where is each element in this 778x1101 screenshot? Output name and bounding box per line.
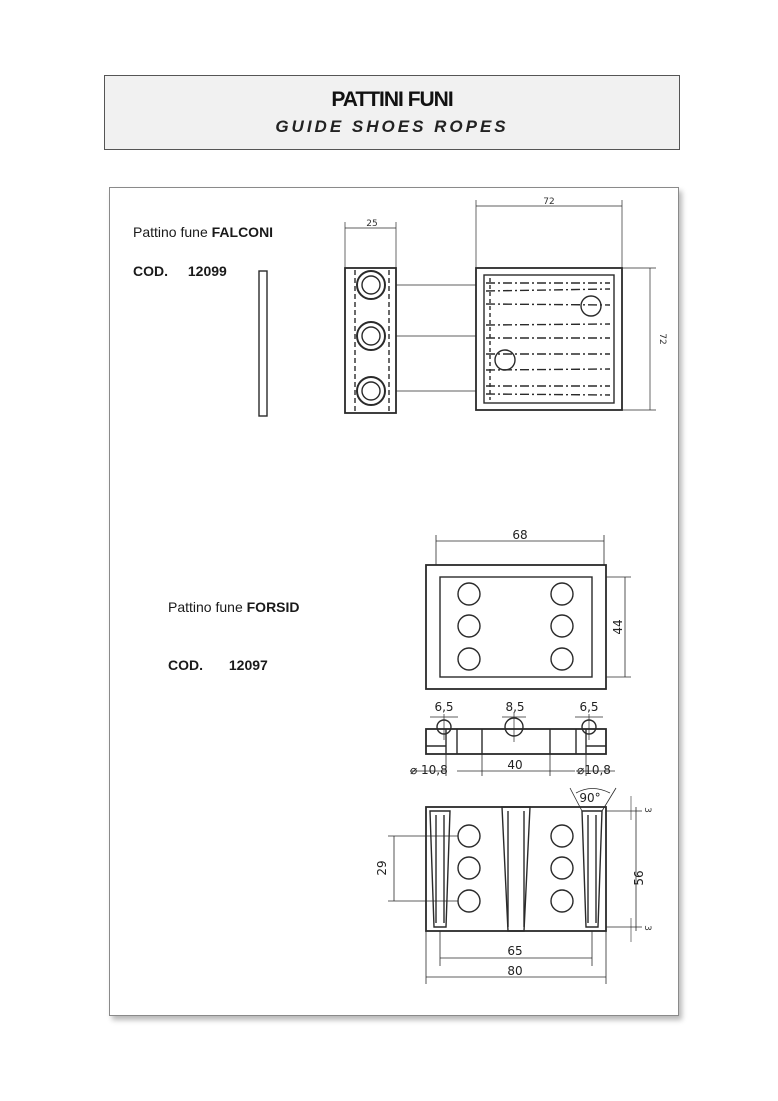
dim-inner-width: 65 (507, 944, 522, 958)
dim-pitch: 29 (375, 860, 389, 875)
forsid-side-view (425, 712, 607, 755)
cod-label: COD. (168, 657, 203, 673)
cod-value: 12099 (187, 263, 227, 279)
dim-bore-right: ⌀10,8 (577, 763, 611, 777)
dim-falconi-thickness: 25 (366, 219, 377, 229)
product-label-prefix: Pattino fune (168, 599, 243, 615)
dim-forsid-top-height: 44 (611, 619, 625, 634)
product-label-falconi: Pattino fune FALCONI (133, 224, 273, 240)
forsid-top-view (425, 564, 607, 690)
product-code-forsid: COD. 12097 (168, 657, 268, 673)
dim-span: 40 (507, 758, 522, 772)
product-name: FALCONI (211, 224, 274, 240)
falconi-side-profile (258, 270, 268, 417)
cod-label: COD. (133, 263, 168, 279)
product-name: FORSID (246, 599, 300, 615)
header-box: PATTINI FUNI GUIDE SHOES ROPES (104, 75, 680, 150)
dim-angle: 90° (579, 791, 600, 805)
page-subtitle: GUIDE SHOES ROPES (275, 117, 509, 136)
cod-value: 12097 (228, 657, 268, 673)
product-code-falconi: COD. 12099 (133, 263, 227, 279)
dim-outer-width: 80 (507, 964, 522, 978)
falconi-front-view (344, 267, 397, 414)
dim-bore-left: ⌀ 10,8 (410, 763, 448, 777)
page-title: PATTINI FUNI (331, 88, 453, 111)
dim-forsid-top-width: 68 (512, 528, 527, 542)
product-label-prefix: Pattino fune (133, 224, 208, 240)
falconi-plan-view (475, 267, 623, 411)
drawing-sheet: Pattino fune FALCONI COD. 12099 Pattino … (109, 187, 679, 1016)
dim-edge-bottom: 3 (642, 925, 652, 931)
dim-hole-right: 6,5 (579, 700, 598, 714)
forsid-bottom-view (425, 806, 607, 932)
dim-falconi-width: 72 (543, 197, 554, 207)
dim-falconi-height: 72 (657, 333, 667, 344)
dim-hole-mid: 8,5 (505, 700, 524, 714)
dim-edge-top: 3 (642, 807, 652, 813)
dim-hole-left: 6,5 (434, 700, 453, 714)
product-label-forsid: Pattino fune FORSID (168, 599, 300, 615)
technical-drawing: 25 72 72 68 44 6,5 8,5 6,5 ⌀ 10,8 40 ⌀10… (258, 197, 667, 984)
dim-side-height: 56 (632, 870, 646, 885)
